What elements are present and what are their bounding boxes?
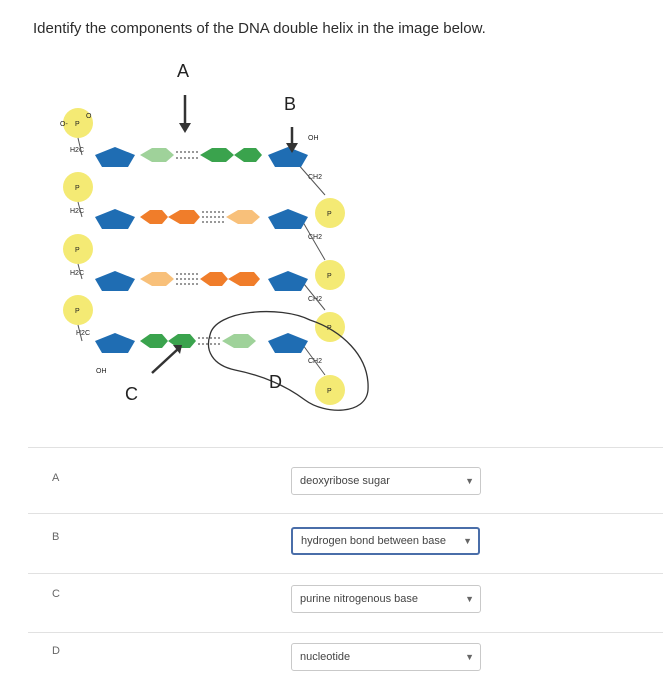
chevron-down-icon: ▼	[463, 536, 472, 546]
row-divider	[28, 573, 663, 574]
label-a: A	[177, 61, 189, 81]
phosphate-p-label: P	[327, 211, 332, 218]
phosphate-p-label: P	[75, 247, 80, 254]
answer-dropdown-a-value: deoxyribose sugar	[300, 475, 390, 487]
row-divider	[28, 513, 663, 514]
h2c-label: H2C	[76, 330, 90, 337]
phosphate-p-label: P	[75, 308, 80, 315]
row-label-d: D	[52, 645, 60, 657]
answer-dropdown-d[interactable]: nucleotide ▼	[291, 643, 481, 671]
phosphate-p-label: P	[75, 121, 80, 128]
base-pair-2	[140, 210, 260, 224]
chevron-down-icon: ▼	[465, 652, 474, 662]
row-divider	[28, 632, 663, 633]
answer-dropdown-b-value: hydrogen bond between base	[301, 535, 446, 547]
answer-dropdown-c[interactable]: purine nitrogenous base ▼	[291, 585, 481, 613]
nucleotide-outline	[207, 311, 369, 411]
answer-dropdown-b[interactable]: hydrogen bond between base ▼	[291, 527, 480, 555]
oxygen-minus-label: O-	[60, 121, 68, 128]
row-label-a: A	[52, 472, 60, 484]
phosphate-p-label: P	[327, 388, 332, 395]
dna-helix-diagram: P P P P P P P P O- O H2C H2C H2C H2C OH …	[40, 55, 400, 425]
chevron-down-icon: ▼	[465, 594, 474, 604]
answer-dropdown-c-value: purine nitrogenous base	[300, 593, 419, 605]
label-b: B	[284, 94, 296, 114]
base-pair-1	[140, 148, 262, 162]
row-divider	[28, 447, 663, 448]
ch2-label: CH2	[308, 234, 322, 241]
oxygen-label: O	[86, 113, 92, 120]
h2c-label: H2C	[70, 208, 84, 215]
oh-label: OH	[96, 368, 107, 375]
oh-label: OH	[308, 135, 319, 142]
label-d: D	[269, 372, 282, 392]
left-sugar-group	[95, 147, 135, 353]
answer-dropdown-a[interactable]: deoxyribose sugar ▼	[291, 467, 481, 495]
left-phosphate-group	[63, 108, 93, 325]
right-phosphate-group	[315, 198, 345, 405]
ch2-label: CH2	[308, 296, 322, 303]
chevron-down-icon: ▼	[465, 476, 474, 486]
h2c-label: H2C	[70, 270, 84, 277]
label-c: C	[125, 384, 138, 404]
answer-dropdown-d-value: nucleotide	[300, 651, 351, 663]
phosphate-p-label: P	[75, 185, 80, 192]
ch2-label: CH2	[308, 174, 322, 181]
phosphate-p-label: P	[327, 273, 332, 280]
row-label-b: B	[52, 531, 60, 543]
base-pair-3	[140, 272, 260, 286]
question-text: Identify the components of the DNA doubl…	[33, 20, 486, 37]
base-pair-4	[140, 334, 256, 348]
row-label-c: C	[52, 588, 60, 600]
h2c-label: H2C	[70, 147, 84, 154]
right-sugar-group	[268, 147, 308, 353]
